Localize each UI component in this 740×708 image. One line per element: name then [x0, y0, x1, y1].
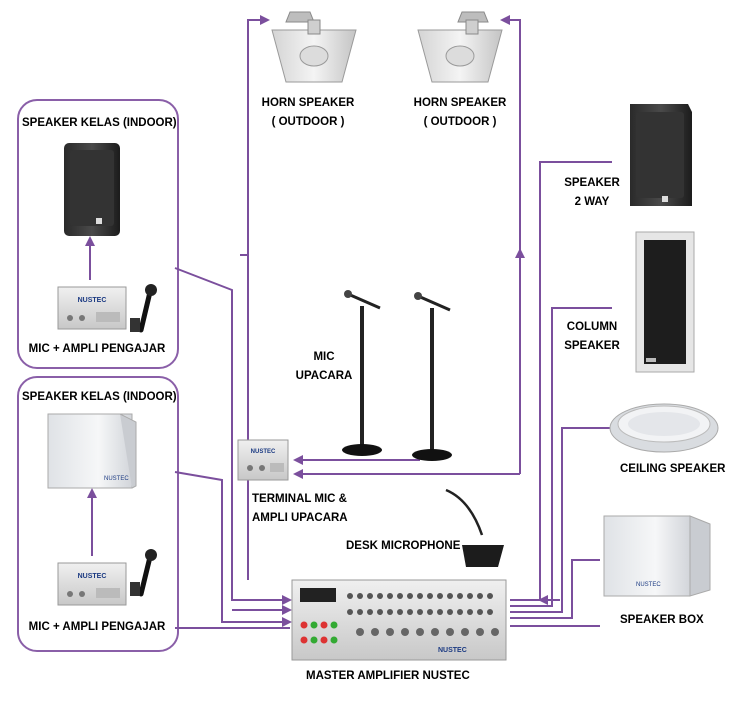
wall-speaker-icon	[64, 143, 120, 236]
label-horn-speaker-1: HORN SPEAKER( OUTDOOR )	[261, 97, 355, 128]
label-terminal-mic: TERMINAL MIC &AMPLI UPACARA	[252, 493, 348, 524]
mic-stand-icon	[412, 292, 452, 461]
label-ceiling-speaker: CEILING SPEAKER	[620, 463, 726, 475]
brand-text: NUSTEC	[104, 476, 129, 482]
wire-speaker-2way	[510, 161, 612, 601]
horn-speaker-icon	[417, 11, 503, 83]
horn-speaker-icon	[271, 11, 357, 83]
wiring-lines	[85, 15, 612, 629]
amplifier-box-icon: NUSTEC	[237, 439, 289, 481]
box-speaker-icon: NUSTEC	[603, 515, 711, 597]
wire-panel-bottom	[174, 471, 292, 627]
wire-panel-top	[174, 267, 292, 605]
handheld-mic-icon	[130, 549, 157, 597]
rack-amplifier-icon: NUSTEC	[291, 579, 507, 661]
ceiling-speaker-icon	[609, 403, 719, 453]
wall-speaker-icon	[630, 104, 692, 206]
label-mic-ampli-pengajar-1: MIC + AMPLI PENGAJAR	[28, 343, 166, 355]
label-mic-ampli-pengajar-2: MIC + AMPLI PENGAJAR	[28, 621, 166, 633]
label-speaker-kelas-2: SPEAKER KELAS (INDOOR)	[22, 391, 177, 403]
label-horn-speaker-2: HORN SPEAKER( OUTDOOR )	[413, 97, 507, 128]
wire-horn-right	[500, 15, 521, 474]
label-speaker-box: SPEAKER BOX	[620, 614, 704, 626]
brand-text: NUSTEC	[636, 582, 661, 588]
wire-column-speaker	[510, 307, 612, 607]
wire-horn-left	[247, 15, 270, 580]
wire-speaker-box	[510, 559, 600, 619]
label-desk-microphone: DESK MICROPHONE	[346, 540, 461, 552]
amplifier-box-icon: NUSTEC	[57, 286, 127, 330]
brand-text: NUSTEC	[438, 647, 467, 654]
brand-text: NUSTEC	[78, 573, 107, 580]
brand-text: NUSTEC	[78, 297, 107, 304]
brand-text: NUSTEC	[251, 449, 276, 455]
wall-speaker-icon: NUSTEC	[47, 413, 137, 489]
label-master-amplifier: MASTER AMPLIFIER NUSTEC	[306, 670, 470, 682]
label-speaker-kelas-1: SPEAKER KELAS (INDOOR)	[22, 117, 177, 129]
column-speaker-icon	[635, 231, 695, 373]
wire-ceiling-speaker	[510, 427, 612, 613]
handheld-mic-icon	[130, 284, 157, 333]
amplifier-box-icon: NUSTEC	[57, 562, 127, 606]
gooseneck-mic-icon	[445, 488, 504, 567]
mic-stand-icon	[342, 290, 382, 456]
